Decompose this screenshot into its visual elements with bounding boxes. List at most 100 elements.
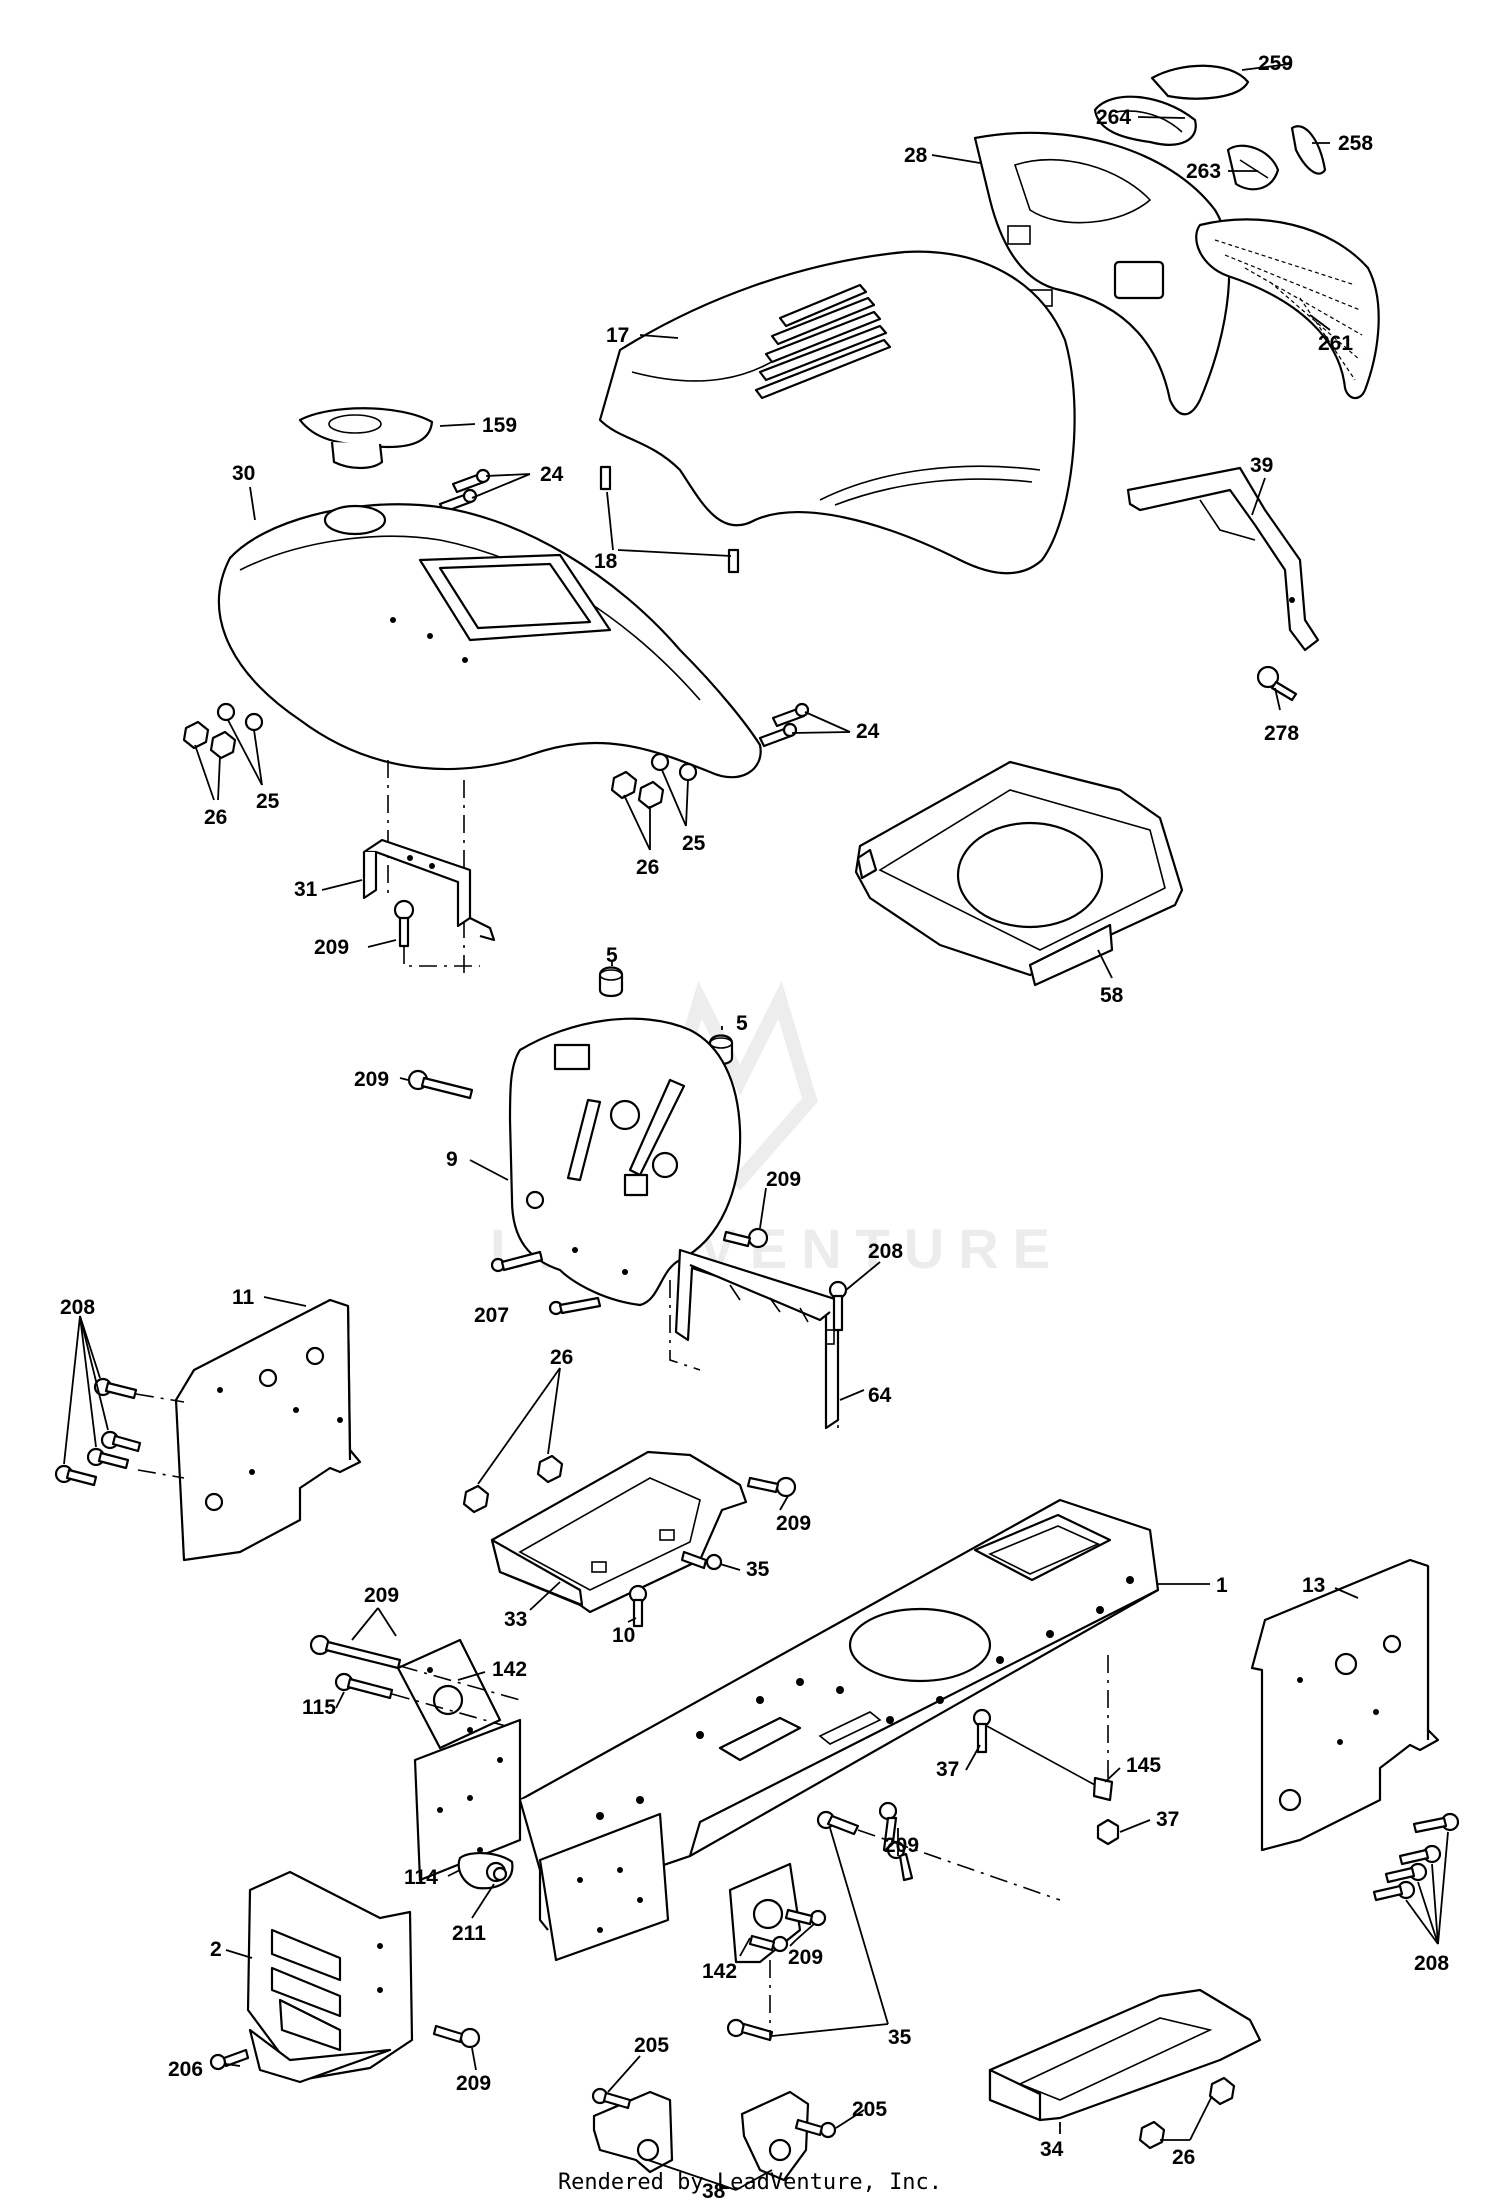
part-13-side-panel (1250, 1558, 1440, 1852)
part-25-26-hardware-right (610, 752, 698, 810)
part-39-bracket (1126, 466, 1320, 652)
callout-25-right: 25 (682, 832, 706, 855)
callout-37-a: 37 (936, 1758, 959, 1781)
part-258-lens-small (1290, 125, 1327, 175)
part-209-bolt-c (722, 1227, 769, 1249)
part-205-screws (591, 2087, 837, 2139)
callout-209-lower: 209 (788, 1946, 823, 1969)
callout-24-top: 24 (540, 463, 564, 486)
callout-13: 13 (1302, 1574, 1325, 1597)
callout-38: 38 (702, 2180, 726, 2203)
part-1-main-frame (518, 1498, 1160, 1931)
part-37-bolts (972, 1708, 1120, 1846)
callout-26-bottom: 26 (1172, 2146, 1195, 2169)
part-26-nuts-bottom (1138, 2076, 1236, 2150)
part-207-screws (490, 1250, 602, 1316)
part-31-bracket (362, 838, 496, 942)
part-11-side-panel (174, 1298, 362, 1562)
callout-114: 114 (404, 1866, 438, 1889)
callout-209-dash: 209 (354, 1068, 389, 1091)
callout-209-top: 209 (314, 936, 349, 959)
centerline-64 (669, 1280, 839, 1430)
hood-vents (754, 283, 892, 400)
callout-5-b: 5 (736, 1012, 748, 1035)
callout-259: 259 (1258, 52, 1293, 75)
part-34-footrest (988, 1988, 1262, 2122)
callout-34: 34 (1040, 2138, 1064, 2161)
callout-209-bottom: 209 (456, 2072, 491, 2095)
part-33-footrest (490, 1450, 748, 1614)
centerline-142 (391, 1665, 521, 1731)
callout-142-lower: 142 (702, 1960, 737, 1983)
callout-205-left: 205 (634, 2034, 669, 2057)
part-209-bolt-e (309, 1634, 402, 1670)
part-25-26-hardware-left (182, 702, 264, 760)
part-10-bolt (628, 1584, 648, 1628)
callout-10: 10 (612, 1624, 635, 1647)
centerline-31 (403, 946, 480, 967)
callout-26-right: 26 (636, 856, 659, 879)
callout-209-footrest: 209 (776, 1512, 811, 1535)
callout-211: 211 (452, 1922, 486, 1945)
callout-33: 33 (504, 1608, 527, 1631)
callout-258: 258 (1338, 132, 1373, 155)
callout-37-b: 37 (1156, 1808, 1179, 1831)
callout-208-left: 208 (60, 1296, 95, 1319)
callout-35-footrest: 35 (746, 1558, 770, 1581)
centerline-11 (135, 1393, 185, 1479)
part-frame-mid-plate (538, 1812, 670, 1962)
callout-159: 159 (482, 414, 517, 437)
part-115-bolt (334, 1672, 394, 1700)
part-211-nut (492, 1866, 508, 1882)
callout-208-bracket: 208 (868, 1240, 903, 1263)
centerline-frame-lower (769, 1655, 1109, 2040)
part-263-light-socket (1226, 144, 1280, 191)
callout-145: 145 (1126, 1754, 1161, 1777)
callout-17: 17 (606, 324, 629, 347)
part-208-bolts-right (1372, 1812, 1460, 1902)
callout-58: 58 (1100, 984, 1124, 1007)
callout-261: 261 (1318, 332, 1353, 355)
callout-9: 9 (446, 1148, 458, 1171)
callout-5-a: 5 (606, 944, 618, 967)
part-159-fuel-cap (298, 407, 434, 470)
callout-205-right: 205 (852, 2098, 887, 2121)
part-24-bolts-right (758, 702, 810, 748)
callout-278: 278 (1264, 722, 1299, 745)
part-35-bolts-lower (726, 1810, 860, 2042)
leader-lines (63, 63, 1449, 2191)
part-38-brackets (592, 2090, 810, 2182)
part-145-rod (984, 1724, 1114, 1802)
part-28-grille-housing (973, 131, 1231, 416)
callout-207: 207 (474, 1304, 509, 1327)
callout-115: 115 (302, 1696, 336, 1719)
part-209-bolt-d (746, 1476, 797, 1498)
part-208-bolts-left (54, 1377, 142, 1487)
part-142-plate-upper (396, 1638, 502, 1750)
part-206-screw (209, 2048, 250, 2071)
callout-31: 31 (294, 878, 318, 901)
callout-264: 264 (1096, 106, 1131, 129)
part-261-grille-mesh (1195, 218, 1380, 400)
part-9-dash-panel (508, 1017, 742, 1307)
part-2-front-plate (246, 1870, 414, 2084)
callout-24-right: 24 (856, 720, 880, 743)
callout-labels: 259 264 258 28 263 17 261 159 30 24 18 3… (60, 52, 1449, 2203)
part-58-battery-tray (854, 760, 1184, 987)
callout-64: 64 (868, 1384, 892, 1407)
callout-209-frame-mid: 209 (884, 1834, 919, 1857)
part-209-bolt-a (393, 899, 415, 948)
centerline-deck (387, 760, 465, 980)
footer-credit: Rendered by LeadVenture, Inc. (557, 2170, 943, 2195)
callout-26-footrest: 26 (550, 1346, 573, 1369)
part-26-nuts-footrest (462, 1454, 564, 1514)
part-259-headlight-lens (1150, 64, 1250, 100)
callout-206: 206 (168, 2058, 203, 2081)
callout-35-lower: 35 (888, 2026, 912, 2049)
part-209-bolt-b (407, 1069, 474, 1100)
callout-28: 28 (904, 144, 928, 167)
part-264-headlight-housing (1093, 95, 1197, 146)
callout-26-left: 26 (204, 806, 227, 829)
callout-142-upper: 142 (492, 1658, 527, 1681)
